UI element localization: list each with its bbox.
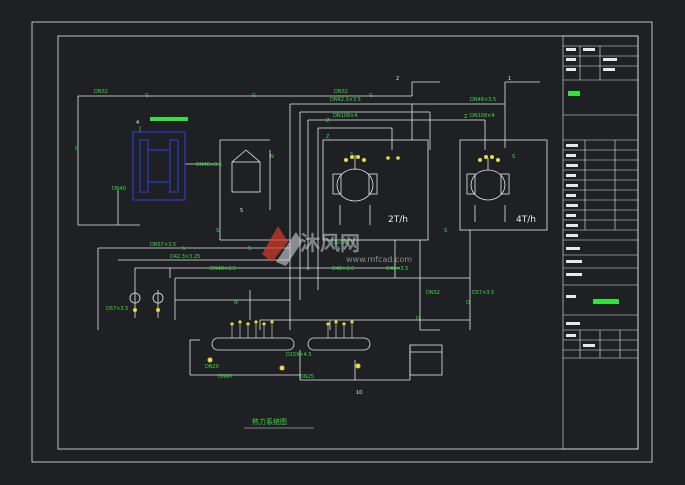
label-dn25: DN25 (300, 374, 314, 380)
mark-g-4: G (369, 93, 373, 99)
header-risers (231, 324, 353, 338)
item-number-1: 1 (508, 76, 511, 82)
mark-s-2: S (248, 246, 251, 252)
label-dn32-top-left: DN32 (94, 89, 108, 95)
label-dn40: DN40 (112, 186, 126, 192)
mark-z-2: Z (326, 134, 330, 140)
mark-g-2: G (252, 93, 256, 99)
title-block-green-stamp (593, 299, 619, 304)
boiler-2th (332, 155, 378, 225)
mark-s-4: S (216, 228, 219, 234)
drawing-title: 热力系统图 (252, 417, 287, 426)
mark-n: N (234, 300, 238, 306)
item-number-2: 2 (396, 76, 399, 82)
label-dn108: DN108×4 (333, 113, 358, 119)
mark-s-6: S (512, 154, 515, 160)
drain-tank (409, 344, 443, 376)
heat-exchanger-tag (139, 117, 188, 132)
steam-header-right (307, 337, 371, 351)
watermark-logo-icon (262, 226, 288, 262)
mark-s-3: S (182, 246, 185, 252)
mark-s: S (350, 152, 353, 158)
label-dn57-right: D57×3.5 (472, 290, 494, 296)
boiler-valves (344, 155, 500, 162)
label-dn57-left: D57×3.5 (106, 306, 128, 312)
title-block-cells (566, 48, 617, 347)
label-dn40-b: DN40 (218, 374, 232, 380)
heat-exchanger (132, 131, 186, 201)
pipe-network (77, 81, 548, 381)
mark-d-2: D (416, 316, 420, 322)
watermark-url: www.mfcad.com (346, 255, 412, 264)
label-dn48-bottom: D48×3.5 (332, 266, 354, 272)
label-dn108-right: DN108×4 (470, 113, 495, 119)
boiler-2th-label: 2T/h (388, 215, 408, 225)
item-number-10: 10 (356, 390, 362, 396)
label-dn48-bottom2: D48×3.5 (386, 266, 408, 272)
label-dn57-3: D57×3.5 (332, 240, 354, 246)
watermark: 沐风网 www.mfcad.com (262, 226, 412, 266)
mark-g-3: G (75, 146, 79, 152)
mark-s-5: S (444, 228, 447, 234)
boiler-4th-label: 4T/h (516, 215, 536, 225)
header-valves (207, 320, 361, 371)
label-dn57-1: DN57×3.5 (150, 242, 176, 248)
feed-pump-valves (133, 308, 160, 312)
outer-border (31, 21, 653, 463)
watermark-text: 沐风网 (300, 231, 360, 255)
mark-n-2: N (270, 154, 274, 160)
label-dn32-right: DN32 (426, 290, 440, 296)
title-block (562, 35, 639, 450)
mark-z: Z (326, 118, 330, 124)
item-number-5: 5 (240, 208, 243, 214)
label-dn42-1: DN42.3×3.5 (330, 97, 361, 103)
label-dn48-right: DN48×3.5 (470, 97, 496, 103)
label-dn20: DN20 (205, 364, 219, 370)
boiler-4th (466, 158, 510, 222)
water-tank (231, 149, 261, 193)
label-dn32-top-mid: DN32 (334, 89, 348, 95)
feed-pumps (129, 290, 164, 318)
mark-g: G (145, 93, 149, 99)
label-dn48-tank: DN48×3.5 (196, 162, 222, 168)
title-block-green-tag (568, 91, 580, 96)
item-number-4: 4 (136, 120, 139, 126)
label-dn48-mid: DN48×3.5 (210, 266, 236, 272)
mark-z-3: Z (464, 114, 468, 120)
label-dn42-2: D42.3×3.25 (170, 254, 200, 260)
label-dn159: D159×4.5 (286, 352, 312, 358)
steam-header-left (211, 337, 295, 351)
mark-d: D (466, 300, 470, 306)
